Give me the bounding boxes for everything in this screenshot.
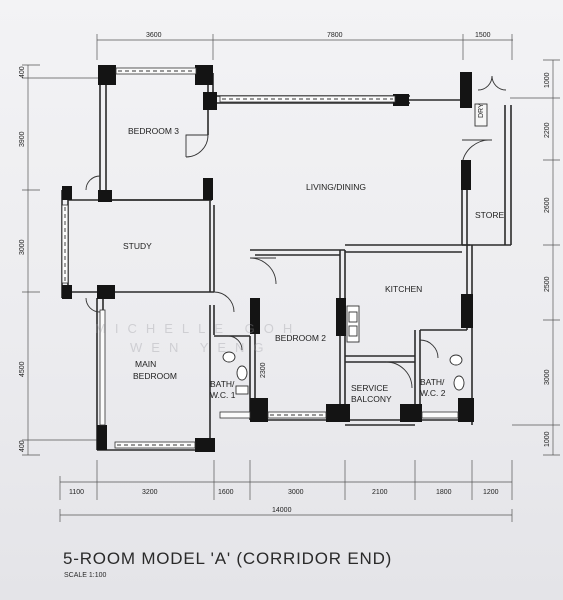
wc-2-icon bbox=[453, 375, 465, 391]
window-panes bbox=[64, 70, 393, 446]
room-label-bedroom-3: BEDROOM 3 bbox=[128, 126, 179, 136]
dim-bottom-3: 1600 bbox=[218, 489, 234, 496]
basin-1-icon bbox=[235, 385, 249, 395]
watermark-line1: MICHELLE GOH bbox=[95, 321, 301, 336]
dim-right-6: 1000 bbox=[544, 431, 551, 447]
room-label-bath-1-line2: W.C. 1 bbox=[210, 390, 236, 400]
room-label-bedroom-2: BEDROOM 2 bbox=[275, 333, 326, 343]
plan-scale: SCALE 1:100 bbox=[64, 572, 107, 579]
room-label-main-bedroom-line1: MAIN bbox=[135, 359, 156, 369]
watermark-line2: WEN YENG bbox=[130, 340, 273, 355]
dim-bottom-6: 1800 bbox=[436, 489, 452, 496]
dim-bath-1: 2300 bbox=[260, 362, 267, 378]
room-label-main-bedroom-line2: BEDROOM bbox=[133, 371, 177, 381]
dim-left-3: 3000 bbox=[19, 239, 26, 255]
dim-right-5: 3000 bbox=[544, 369, 551, 385]
dim-top-2: 7800 bbox=[327, 32, 343, 39]
room-label-kitchen: KITCHEN bbox=[385, 284, 422, 294]
thin-walls bbox=[61, 72, 512, 451]
structural-columns bbox=[62, 65, 474, 452]
room-label-living-dining: LIVING/DINING bbox=[306, 182, 366, 192]
dim-left-1: 400 bbox=[19, 66, 26, 78]
room-label-service-line2: BALCONY bbox=[351, 394, 392, 404]
dim-bottom-1: 1100 bbox=[69, 489, 84, 496]
dim-bottom-2: 3200 bbox=[142, 489, 158, 496]
dim-bottom-7: 1200 bbox=[483, 489, 499, 496]
shower-2-icon bbox=[449, 354, 463, 366]
label-dry-area: DRY bbox=[478, 103, 485, 118]
room-label-bath-2-line1: BATH/ bbox=[420, 377, 445, 387]
dry-area-icon bbox=[474, 103, 488, 127]
dim-right-2: 2200 bbox=[544, 122, 551, 138]
room-label-store: STORE bbox=[475, 210, 504, 220]
dim-right-3: 2600 bbox=[544, 197, 551, 213]
dim-top-3: 1500 bbox=[475, 32, 491, 39]
dim-left-5: 400 bbox=[19, 440, 26, 452]
plan-title: 5-ROOM MODEL 'A' (CORRIDOR END) bbox=[63, 549, 393, 568]
fixtures bbox=[222, 103, 488, 395]
dim-bottom-4: 3000 bbox=[288, 489, 304, 496]
room-label-bath-2-line2: W.C. 2 bbox=[420, 388, 446, 398]
dim-top-1: 3600 bbox=[146, 32, 162, 39]
room-label-service-line1: SERVICE bbox=[351, 383, 388, 393]
dim-bottom-total: 14000 bbox=[272, 507, 292, 514]
dimension-lines bbox=[22, 34, 560, 522]
dim-right-4: 2500 bbox=[544, 276, 551, 292]
dim-bottom-5: 2100 bbox=[372, 489, 388, 496]
dim-left-2: 3900 bbox=[19, 131, 26, 147]
room-label-bath-1-line1: BATH/ bbox=[210, 379, 235, 389]
shower-1-icon bbox=[222, 351, 236, 363]
kitchen-sink-icon bbox=[346, 305, 360, 343]
dim-right-1: 1000 bbox=[544, 72, 551, 88]
wc-1-icon bbox=[236, 365, 248, 381]
dim-left-4: 4500 bbox=[19, 361, 26, 377]
room-label-study: STUDY bbox=[123, 241, 152, 251]
